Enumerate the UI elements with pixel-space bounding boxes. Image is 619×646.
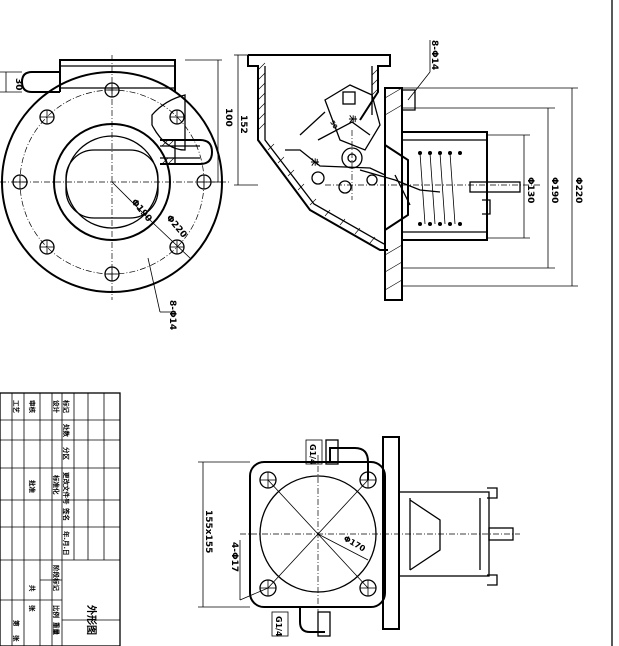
tb-count: 处数 <box>62 423 71 438</box>
dim-152-label: 152 <box>238 115 248 134</box>
thread-bottom-label: G1/4 <box>274 616 283 637</box>
phi220-side-label: Φ220 <box>573 177 583 203</box>
thread-top-label: G1/4 <box>308 444 317 465</box>
phi220-leader <box>151 221 191 259</box>
tb-sheet: 张 <box>28 605 37 612</box>
title-block <box>0 392 121 646</box>
valve-disc <box>384 144 409 231</box>
tb-sign: 签名 <box>62 507 71 521</box>
tb-weight: 重量 <box>52 622 61 636</box>
section-mark-2: 未 <box>310 157 320 166</box>
holes-top-label: 8-Φ14 <box>429 40 439 70</box>
inlet-neck <box>59 59 176 92</box>
tb-stage: 阶段标记 <box>52 565 61 592</box>
tb-process: 工艺 <box>12 400 21 414</box>
linkage-mechanism <box>285 84 441 206</box>
dim-30-label: 30 <box>13 78 23 91</box>
front-view <box>0 55 230 313</box>
section-mark-1: 未 <box>348 114 358 123</box>
phi130-label: Φ130 <box>525 177 535 203</box>
side-port <box>402 89 416 111</box>
valve-stem <box>469 181 521 193</box>
bottom-pipe <box>299 607 325 633</box>
tb-zone: 分区 <box>62 447 71 461</box>
tb-docno: 更改文件号 <box>62 472 71 505</box>
tb-total: 共 <box>28 585 37 592</box>
phi190-leader <box>111 181 153 223</box>
section-right-flange <box>384 87 403 301</box>
tb-check: 审核 <box>28 400 37 414</box>
tb-approve: 批准 <box>28 480 37 494</box>
tb-sheet2: 第 <box>12 620 21 627</box>
phi190-side-label: Φ190 <box>549 177 559 203</box>
phi170-label: Φ170 <box>342 534 367 554</box>
cutaway-arc <box>151 94 186 151</box>
holes-4-label: 4-Φ17 <box>229 542 239 572</box>
holes-leader <box>147 257 161 313</box>
section-top-flange <box>248 54 391 121</box>
section-wall-hatch <box>257 62 379 244</box>
section-mark-3: 50 <box>328 120 338 131</box>
holes-bottom-label: 8-Φ14 <box>167 300 177 330</box>
square-body <box>249 461 386 608</box>
square-dim-label: 155x155 <box>203 510 213 553</box>
side-boss <box>20 71 60 93</box>
tb-date: 年.月.日 <box>62 531 71 555</box>
tb-title: 外形图 <box>85 604 98 635</box>
tb-design: 设计 <box>52 400 61 414</box>
inner-bore-box <box>65 149 159 219</box>
tb-mark: 标记 <box>62 399 71 414</box>
spring-coils <box>418 151 462 226</box>
section-view <box>234 40 578 301</box>
tb-std: 标准化 <box>52 474 61 495</box>
dim-100-label: 100 <box>223 108 233 127</box>
spring-chamber <box>401 131 488 241</box>
stem-bracket <box>482 199 491 215</box>
bottom-view <box>198 436 520 637</box>
tb-scale: 比例 <box>52 605 61 619</box>
section-outer-wall <box>257 130 388 251</box>
nozzle-hatch <box>161 139 175 165</box>
tb-sheet3: 张 <box>12 635 21 642</box>
holes-top-leader <box>407 71 431 101</box>
top-pipe <box>329 447 369 480</box>
nozzle-pipe <box>160 139 214 165</box>
